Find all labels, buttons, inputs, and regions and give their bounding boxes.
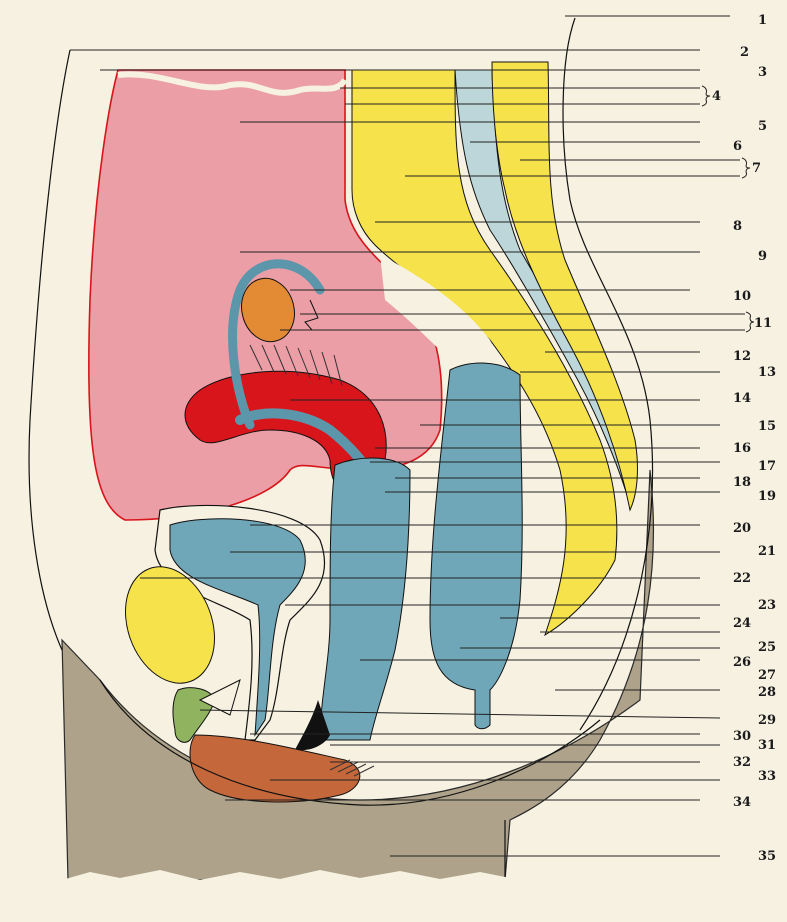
callout-label-21: 21: [758, 544, 776, 559]
callout-label-15: 15: [758, 419, 776, 434]
callout-label-14: 14: [733, 391, 751, 406]
callout-label-6: 6: [733, 139, 742, 154]
callout-label-27: 27: [758, 668, 776, 683]
callout-label-19: 19: [758, 489, 776, 504]
callout-label-28: 28: [758, 685, 776, 700]
callout-label-33: 33: [758, 769, 776, 784]
callout-label-31: 31: [758, 738, 776, 753]
callout-label-23: 23: [758, 598, 776, 613]
callout-label-17: 17: [758, 459, 776, 474]
callout-label-11: 11: [754, 316, 772, 331]
callout-label-29: 29: [758, 713, 776, 728]
callout-label-22: 22: [733, 571, 751, 586]
callout-label-24: 24: [733, 616, 751, 631]
callout-label-20: 20: [733, 521, 751, 536]
callout-label-35: 35: [758, 849, 776, 864]
callout-label-7: 7: [752, 161, 761, 176]
callout-label-32: 32: [733, 755, 751, 770]
callout-label-10: 10: [733, 289, 751, 304]
callout-label-9: 9: [758, 249, 767, 264]
callout-label-26: 26: [733, 655, 751, 670]
callout-label-12: 12: [733, 349, 751, 364]
callout-label-1: 1: [758, 13, 767, 28]
callout-label-13: 13: [758, 365, 776, 380]
callout-label-3: 3: [758, 65, 767, 80]
callout-label-30: 30: [733, 729, 751, 744]
torn-bottom-edge: [0, 870, 787, 922]
callout-label-5: 5: [758, 119, 767, 134]
callout-label-18: 18: [733, 475, 751, 490]
callout-label-34: 34: [733, 795, 751, 810]
callout-label-16: 16: [733, 441, 751, 456]
callout-label-8: 8: [733, 219, 742, 234]
callout-label-25: 25: [758, 640, 776, 655]
callout-label-2: 2: [740, 45, 749, 60]
callout-label-4: 4: [712, 89, 721, 104]
